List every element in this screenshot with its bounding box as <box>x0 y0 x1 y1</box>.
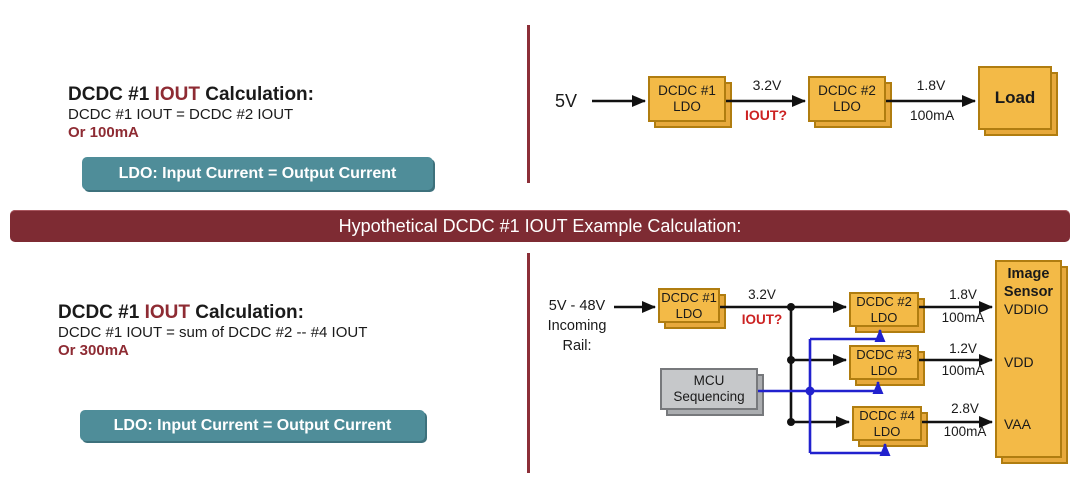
branch2-current: 100mA <box>941 363 985 378</box>
top-wire1-voltage: 3.2V <box>752 77 782 93</box>
heading-highlight: IOUT <box>154 84 200 105</box>
sensor-pin-vddio: VDDIO <box>1004 301 1049 317</box>
input-line3: Rail: <box>562 338 592 354</box>
box-label-line1: DCDC #1 <box>658 82 716 98</box>
box-label-line1: DCDC #2 <box>818 82 876 98</box>
box-label-line1: DCDC #2 <box>856 293 912 309</box>
heading-highlight: IOUT <box>144 302 190 323</box>
top-ldo-callout: LDO: Input Current = Output Current <box>82 157 433 190</box>
heading-suffix: Calculation: <box>189 302 304 323</box>
box-label-line1: Load <box>994 87 1036 107</box>
heading-suffix: Calculation: <box>199 84 314 105</box>
box-label-line1: DCDC #3 <box>856 346 912 362</box>
bottom-divider-line <box>527 253 530 473</box>
top-calc-formula: DCDC #1 IOUT = DCDC #2 IOUT <box>68 106 294 123</box>
heading-prefix: DCDC #1 <box>58 302 145 323</box>
box-label-line2: LDO <box>673 99 701 114</box>
input-line2: Incoming <box>547 318 607 334</box>
box-label-line1: DCDC #4 <box>859 407 915 423</box>
bottom-ldo-callout: LDO: Input Current = Output Current <box>80 410 425 441</box>
top-input-label: 5V <box>554 91 578 111</box>
section-banner: Hypothetical DCDC #1 IOUT Example Calcul… <box>10 210 1070 242</box>
top-load-box: Load <box>978 66 1058 136</box>
top-wire2-voltage: 1.8V <box>916 77 946 93</box>
box-label-line2: LDO <box>833 99 861 114</box>
box-label-line1: MCU <box>693 372 725 388</box>
bottom-calc-formula: DCDC #1 IOUT = sum of DCDC #2 -- #4 IOUT <box>58 324 368 341</box>
box-label-line1: DCDC #1 <box>661 289 717 305</box>
bottom-input-label: 5V - 48V Incoming Rail: <box>538 296 616 356</box>
top-wire2-current: 100mA <box>909 107 955 123</box>
bottom-wire1-voltage: 3.2V <box>748 287 776 302</box>
input-line1: 5V - 48V <box>548 298 606 314</box>
box-label-line2: LDO <box>870 362 898 378</box>
bottom-calc-heading: DCDC #1 IOUT Calculation: <box>58 302 304 324</box>
sensor-title-line2: Sensor <box>1003 284 1054 301</box>
bottom-wire1-iout: IOUT? <box>741 312 783 327</box>
top-wire1-iout: IOUT? <box>745 107 787 123</box>
box-label-line2: LDO <box>873 423 901 439</box>
sensor-pin-vdd: VDD <box>1004 354 1034 370</box>
branch2-voltage: 1.2V <box>949 341 977 356</box>
branch3-current: 100mA <box>943 424 987 439</box>
blue-junction-dot <box>805 386 815 396</box>
branch1-voltage: 1.8V <box>949 287 977 302</box>
sensor-pin-vaa: VAA <box>1004 416 1031 432</box>
box-label-line2: LDO <box>870 309 898 325</box>
box-label-line2: LDO <box>675 305 703 321</box>
box-label-line2: Sequencing <box>673 389 745 404</box>
top-divider-line <box>527 25 530 183</box>
sensor-title-line1: Image <box>1007 266 1050 282</box>
top-calc-heading: DCDC #1 IOUT Calculation: <box>68 84 314 106</box>
bottom-calc-result: Or 300mA <box>58 342 129 359</box>
heading-prefix: DCDC #1 <box>68 84 155 105</box>
top-calc-result: Or 100mA <box>68 124 139 141</box>
branch3-voltage: 2.8V <box>951 401 979 416</box>
branch1-current: 100mA <box>941 310 985 325</box>
